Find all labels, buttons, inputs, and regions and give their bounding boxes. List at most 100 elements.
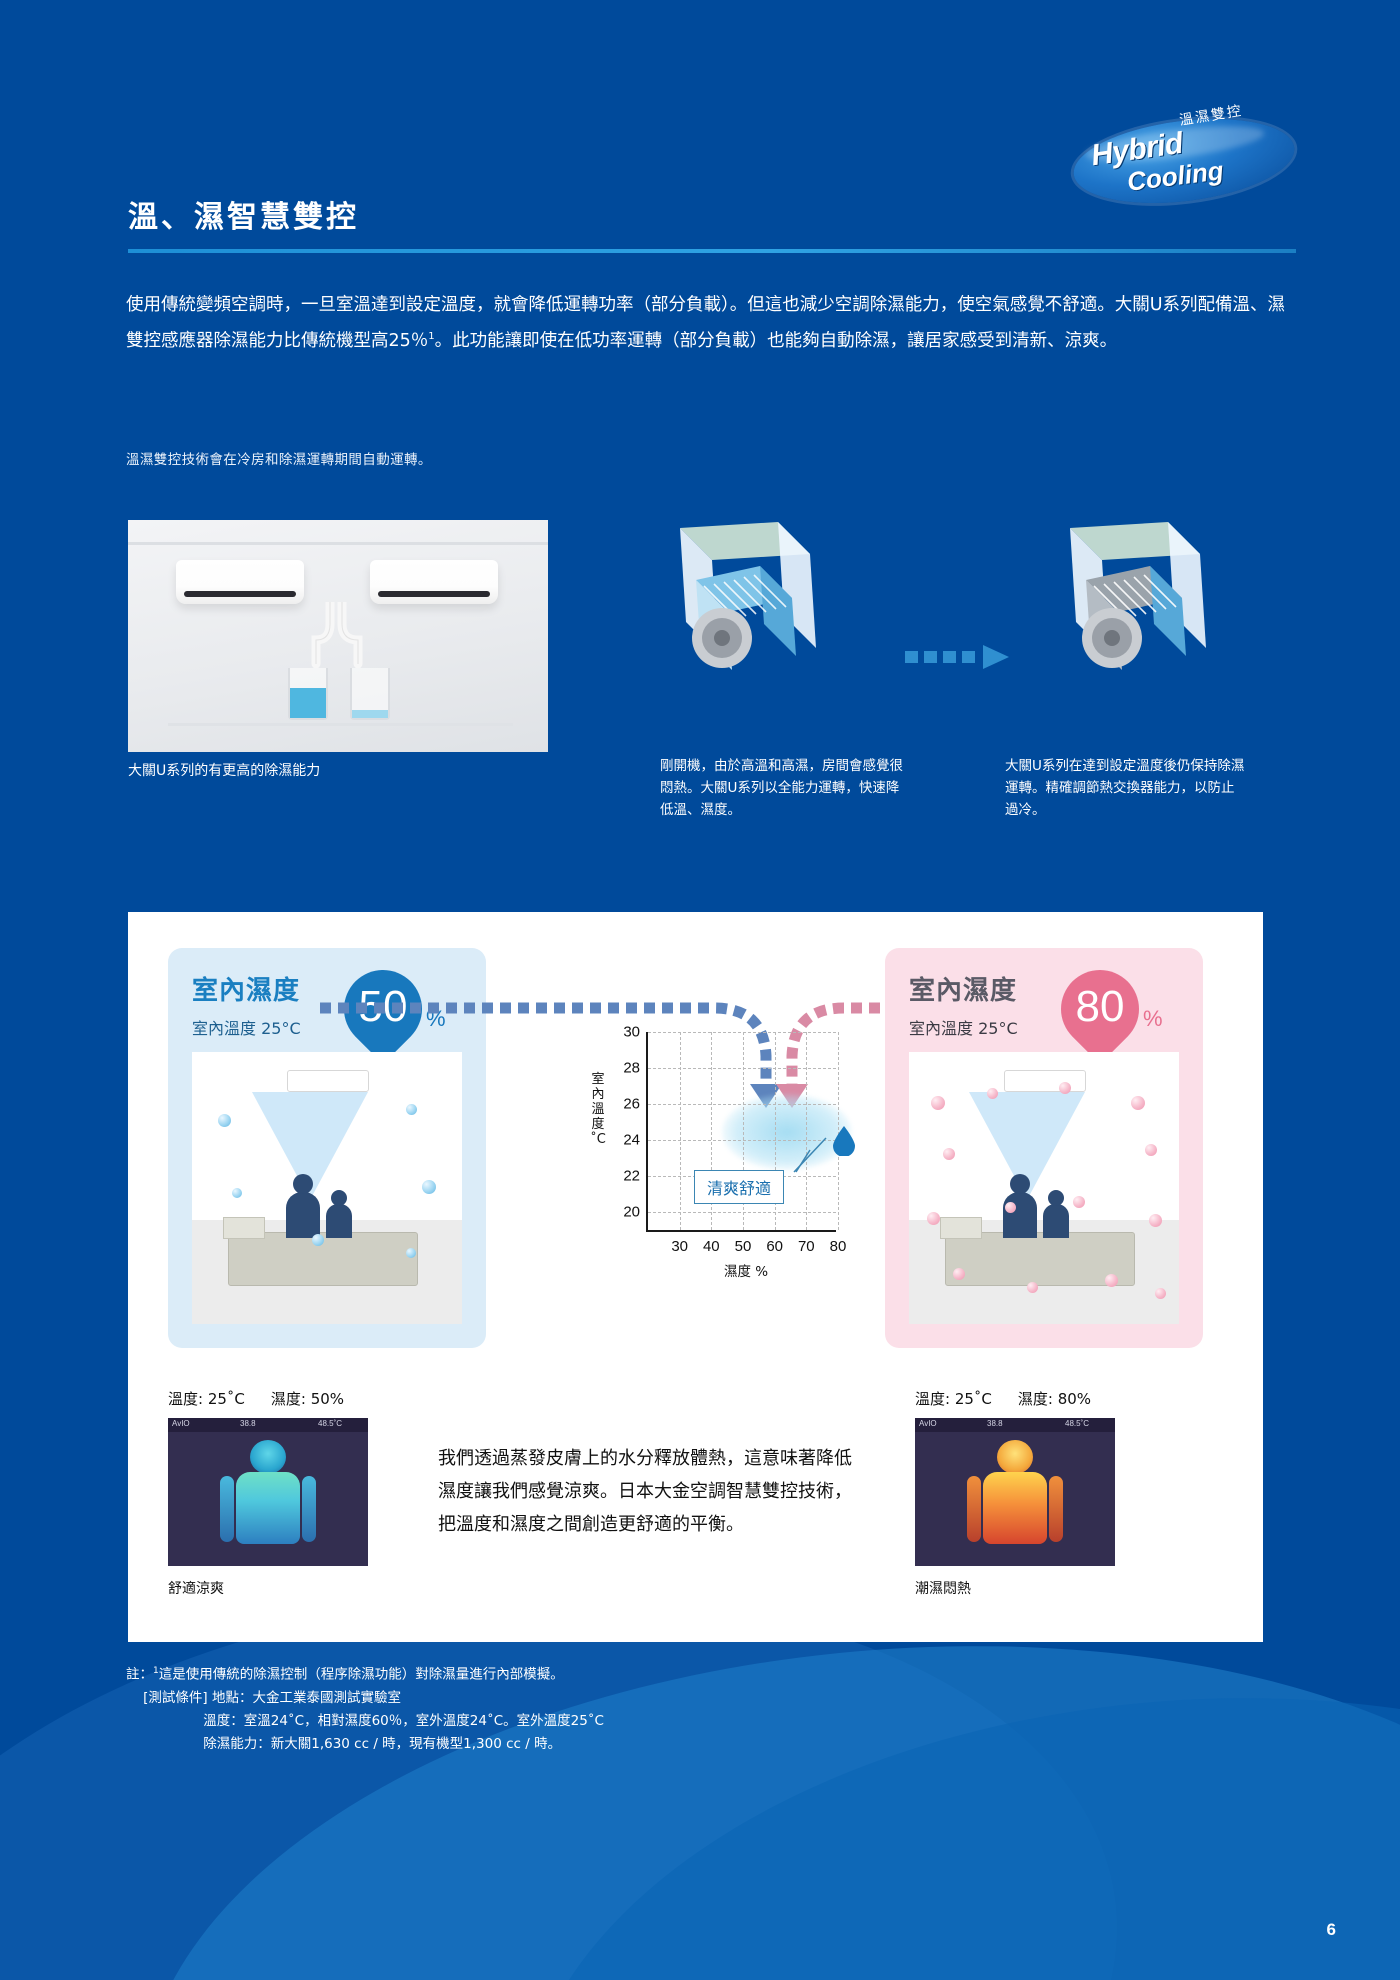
heat-exchanger-svg-2	[1070, 522, 1206, 670]
chart-xtick: 30	[671, 1238, 689, 1255]
photo-caption: 大關U系列的有更高的除濕能力	[128, 763, 321, 779]
room-illustration-cool	[192, 1052, 462, 1324]
room-ac-unit	[287, 1070, 369, 1092]
humidity-bubble	[406, 1248, 416, 1258]
process-caption-right: 大關U系列在達到設定溫度後仍保持除濕運轉。精確調節熱交換器能力，以防止過冷。	[1005, 758, 1245, 818]
person-adult	[1003, 1174, 1037, 1238]
chart-x-axis-label: 濕度 %	[724, 1264, 769, 1280]
humidity-bubble	[953, 1268, 965, 1280]
thermal-arm-right	[1049, 1476, 1063, 1542]
thermal-temp-max-label: 48.5˚C	[1065, 1419, 1090, 1428]
chart-ytick: 28	[623, 1059, 640, 1077]
comfort-chart: 30 28 26 24 22 20 30 40 50 60 70 80 室內溫度…	[320, 912, 1042, 1362]
drop-value-80: 80	[1075, 982, 1125, 1031]
footnote-line-2: 溫度：室溫24˚C，相對濕度60％，室外溫度24˚C。室外溫度25˚C	[126, 1712, 604, 1729]
chart-ytick: 22	[623, 1167, 640, 1185]
person-adult	[286, 1174, 320, 1238]
humidity-bubble	[1131, 1096, 1145, 1110]
footnote-block: 註：1這是使用傳統的除濕控制（程序除濕功能）對除濕量進行內部模擬。 [測試條件]…	[126, 1660, 604, 1756]
chart-ytick: 26	[623, 1095, 640, 1113]
humidity-card-50: 室內濕度 室內溫度 25°C 50 %	[168, 948, 486, 1348]
meta-right-temp: 溫度: 25˚C	[915, 1390, 992, 1408]
photo-ac-unit-left	[176, 560, 304, 604]
chart-xtick: 60	[766, 1238, 784, 1255]
room-people	[280, 1174, 364, 1238]
photo-drain-pipes	[296, 597, 382, 669]
chart-xtick: 80	[829, 1238, 847, 1255]
thermal-brand-label: AvIO	[919, 1419, 937, 1428]
chart-marker-blue-drop	[832, 1126, 856, 1157]
humidity-bubble	[422, 1180, 436, 1194]
chart-xtick: 50	[734, 1238, 752, 1255]
footnote-line-1: [測試條件] 地點：大金工業泰國測試實驗室	[126, 1689, 401, 1706]
meta-right-humidity: 濕度: 80%	[1017, 1390, 1092, 1408]
thermal-image-hot: AvIO 38.8 48.5˚C	[915, 1418, 1115, 1566]
photo-wall-line	[128, 542, 548, 545]
meta-right: 溫度: 25˚C 濕度: 80%	[915, 1388, 1091, 1409]
room-illustration-humid	[909, 1052, 1179, 1324]
chart-ytick: 30	[623, 1023, 640, 1041]
thermal-caption-cool: 舒適涼爽	[168, 1581, 224, 1597]
humidity-bubble	[987, 1088, 998, 1099]
thermal-bar: AvIO 38.8 48.5˚C	[915, 1418, 1115, 1432]
process-arrow-svg	[905, 645, 1009, 669]
intro-paragraph: 使用傳統變頻空調時，一旦室溫達到設定溫度，就會降低運轉功率（部分負載）。但這也減…	[126, 290, 1302, 357]
thermal-arm-left	[967, 1476, 981, 1542]
thermal-head	[997, 1440, 1033, 1474]
person-child	[326, 1190, 352, 1238]
chart-ytick: 20	[623, 1203, 640, 1221]
humidity-bubble	[1027, 1282, 1038, 1293]
thermal-arm-left	[220, 1476, 234, 1542]
gridline-h	[648, 1104, 836, 1105]
thermal-arm-right	[302, 1476, 316, 1542]
humidity-bubble	[1073, 1196, 1085, 1208]
humidity-bubble	[312, 1234, 324, 1246]
thermal-temp-label: 38.8	[240, 1419, 256, 1428]
photo-ac-unit-right	[370, 560, 498, 604]
gridline-v	[838, 1032, 839, 1230]
drain-pipe-svg	[311, 597, 363, 669]
process-unit-steady	[1050, 520, 1250, 695]
humidity-bubble	[1105, 1274, 1118, 1287]
humidity-bubble	[1005, 1202, 1016, 1213]
chart-ytick: 24	[623, 1131, 640, 1149]
chart-xtick: 40	[702, 1238, 720, 1255]
gridline-h	[648, 1140, 836, 1141]
chart-xtick: 70	[797, 1238, 815, 1255]
humidity-card-80: 室內濕度 室內溫度 25°C 80 %	[885, 948, 1203, 1348]
card-left-title: 室內濕度	[192, 976, 301, 1006]
product-photo	[128, 520, 548, 752]
thermal-image-cool: AvIO 38.8 48.5˚C	[168, 1418, 368, 1566]
gridline-v	[774, 1032, 776, 1230]
intro-footnote-marker: 1	[428, 331, 435, 342]
humidity-bubble	[1145, 1144, 1157, 1156]
photo-beaker-daikin	[288, 668, 328, 720]
process-diagram	[660, 520, 1300, 720]
intro-part-2: 。此功能讓即使在低功率運轉（部分負載）也能夠自動除濕，讓居家感受到清新、涼爽。	[434, 330, 1118, 351]
humidity-bubble	[1155, 1288, 1166, 1299]
gridline-v	[711, 1032, 713, 1230]
person-child	[1043, 1190, 1069, 1238]
photo-beaker-conventional	[350, 668, 390, 720]
process-unit-startup	[660, 520, 860, 695]
footnote-marker: 1	[153, 1666, 159, 1676]
heat-exchanger-svg-1	[680, 522, 816, 670]
process-caption-left: 剛開機，由於高溫和高濕，房間會感覺很悶熱。大關U系列以全能力運轉，快速降低溫、濕…	[660, 758, 903, 818]
thermal-brand-label: AvIO	[172, 1419, 190, 1428]
meta-left-humidity: 濕度: 50%	[270, 1390, 345, 1408]
thermal-caption-hot: 潮濕悶熱	[915, 1581, 971, 1597]
footnote-prefix: 註：	[126, 1666, 153, 1683]
room-sofa	[940, 1217, 1135, 1286]
thermal-body-cool	[220, 1440, 316, 1560]
footnote-line-0: 這是使用傳統的除濕控制（程序除濕功能）對除濕量進行內部模擬。	[158, 1666, 564, 1683]
callout-leader-svg	[793, 1137, 827, 1173]
footnote-line-3: 除濕能力：新大關1,630 cc / 時，現有機型1,300 cc / 時。	[126, 1735, 562, 1752]
gridline-v	[743, 1032, 744, 1230]
gridline-v	[806, 1032, 808, 1230]
intro-part-1: 使用傳統變頻空調時，一旦室溫達到設定溫度，就會降低運轉功率（部分負載）。但這也減…	[126, 295, 1286, 351]
hybrid-cooling-logo: 溫濕雙控 Hybrid Cooling	[1065, 103, 1315, 215]
chart-annotation-comfort: 清爽舒適	[694, 1170, 785, 1204]
humidity-bubble	[943, 1148, 955, 1160]
title-divider	[128, 249, 1296, 253]
